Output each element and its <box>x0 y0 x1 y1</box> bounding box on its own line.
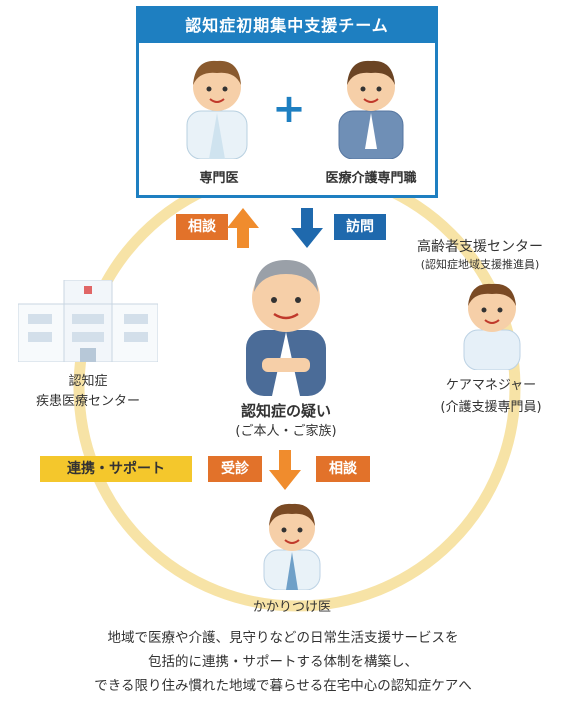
specialist-doctor-icon <box>186 60 248 159</box>
plus-sign: + <box>272 86 306 132</box>
exam-tag: 受診 <box>208 456 262 482</box>
hospital-label-line1: 認知症 <box>68 374 108 389</box>
team-title: 認知症初期集中支援チーム <box>139 9 435 43</box>
footer-line2: 包括的に連携・サポートする体制を構築し、 <box>148 654 418 670</box>
care-manager-icon <box>463 283 521 370</box>
care-manager-label-line1: ケアマネジャー <box>445 378 537 393</box>
care-professional-icon <box>338 60 404 159</box>
family-doctor-label: かかりつけ医 <box>252 600 332 615</box>
specialist-label: 専門医 <box>199 171 239 186</box>
elderly-patient-icon <box>246 260 326 396</box>
hospital-icon <box>18 280 158 362</box>
family-doctor-icon <box>263 503 321 590</box>
footer-line3: できる限り住み慣れた地域で暮らせる在宅中心の認知症ケアへ <box>94 678 472 694</box>
patient-label-line1: 認知症の疑い <box>240 402 331 420</box>
footer-line1: 地域で医療や介護、見守りなどの日常生活支援サービスを <box>107 630 459 646</box>
support-center-subtitle: (認知症地域支援推進員) <box>420 258 540 271</box>
care-manager-label-line2: (介護支援専門員) <box>440 400 542 415</box>
support-center-title: 高齢者支援センター <box>417 239 543 255</box>
visit-tag: 訪問 <box>334 214 386 240</box>
arrow-down-orange-icon <box>269 450 301 490</box>
care-professional-label: 医療介護専門職 <box>325 171 417 186</box>
arrow-down-icon <box>291 208 323 248</box>
patient-label-line2: (ご本人・ご家族) <box>235 424 337 439</box>
partner-support-tag: 連携・サポート <box>40 456 192 482</box>
arrow-up-icon <box>227 208 259 248</box>
consult-down-tag: 相談 <box>316 456 370 482</box>
consult-up-tag: 相談 <box>176 214 228 240</box>
hospital-label-line2: 疾患医療センター <box>35 394 140 409</box>
team-box: 認知症初期集中支援チーム + 専門医 医療介護専門職 <box>136 6 438 198</box>
